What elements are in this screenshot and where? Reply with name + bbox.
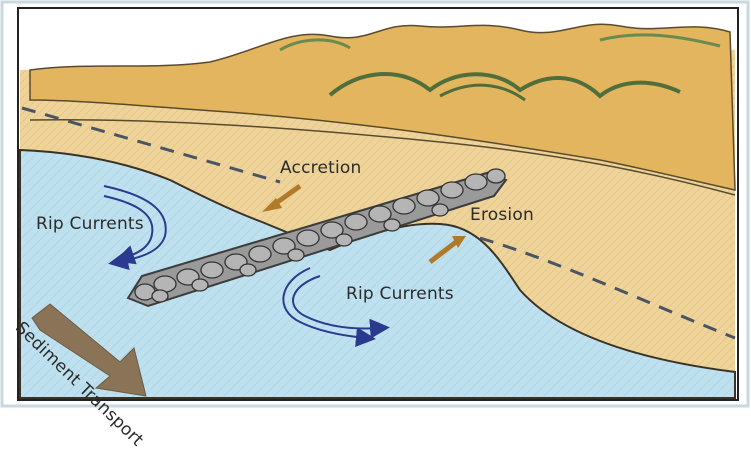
coastal-scene	[0, 0, 751, 409]
rip-currents-left-label: Rip Currents	[36, 214, 144, 234]
rip-currents-right-label: Rip Currents	[346, 284, 454, 304]
diagram-stage: Accretion Erosion Rip Currents Rip Curre…	[0, 0, 751, 409]
accretion-label: Accretion	[280, 158, 361, 178]
erosion-label: Erosion	[470, 205, 534, 225]
